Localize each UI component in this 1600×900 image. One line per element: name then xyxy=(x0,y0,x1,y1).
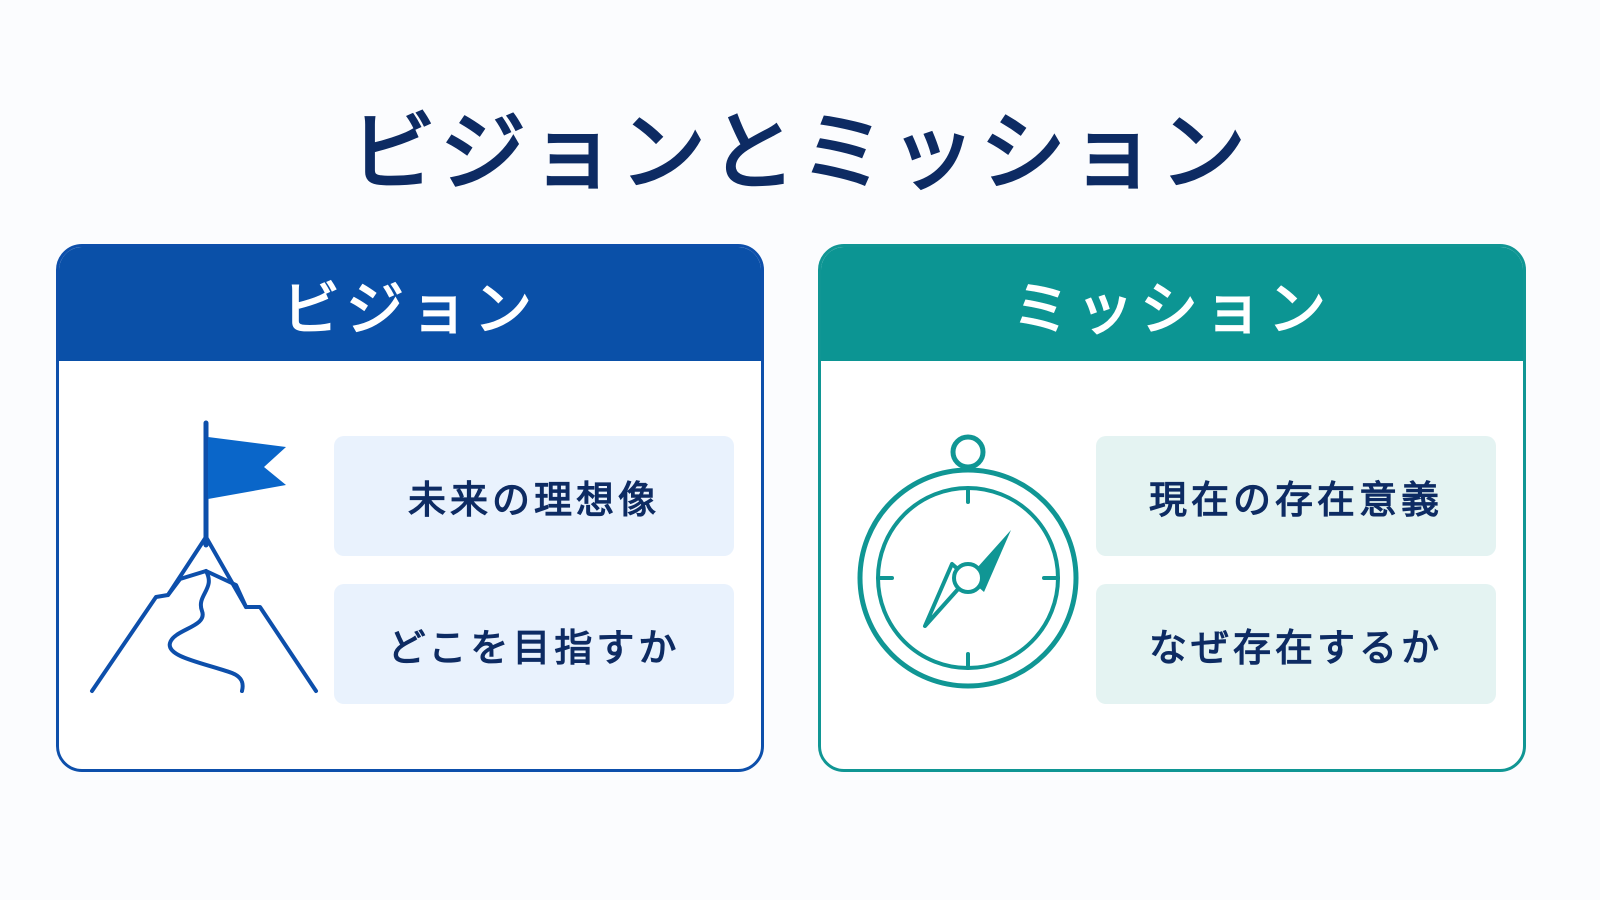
mission-item: 現在の存在意義 xyxy=(1096,436,1496,556)
page-title: ビジョンとミッション xyxy=(350,103,1250,203)
vision-item: どこを目指すか xyxy=(334,584,734,704)
mission-item: なぜ存在するか xyxy=(1096,584,1496,704)
vision-item: 未来の理想像 xyxy=(334,436,734,556)
vision-heading: ビジョン xyxy=(59,247,761,361)
mission-heading: ミッション xyxy=(821,247,1523,361)
mountain-flag-icon xyxy=(90,420,318,693)
vision-card: ビジョン 未来の理想像 どこを目指すか xyxy=(56,244,764,772)
compass-icon xyxy=(857,434,1079,689)
mission-card: ミッション 現在の存在意義 なぜ存在するか xyxy=(818,244,1526,772)
